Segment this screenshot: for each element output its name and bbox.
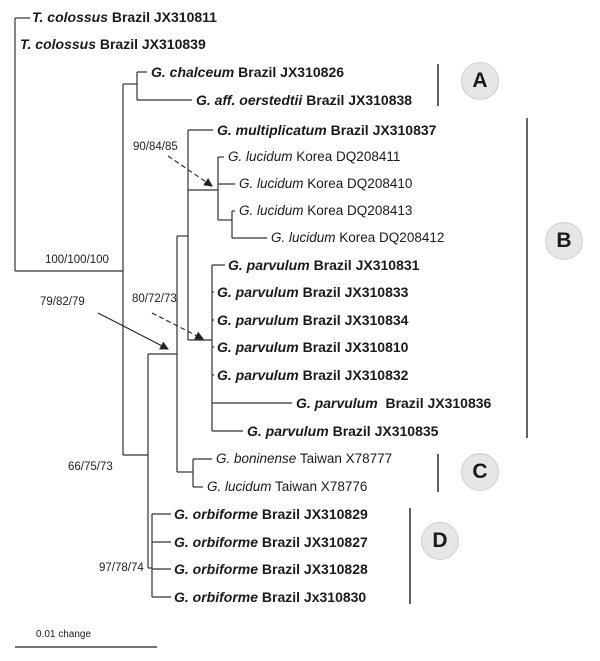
clade-c-label: C [461,453,499,491]
support-arrows [97,155,213,350]
taxon-label-p1: G. parvulum Brazil JX310831 [228,257,420,273]
taxon-label-p2: G. parvulum Brazil JX310833 [217,284,409,300]
taxon-label-t2: T. colossus Brazil JX310839 [20,36,206,52]
taxon-label-p7: G. parvulum Brazil JX310835 [247,423,439,439]
support-clade-b: 79/82/79 [40,296,85,308]
taxon-label-b2: G. lucidum Korea DQ208411 [228,149,401,164]
parvulum-arrow [151,312,204,340]
taxon-label-b3: G. lucidum Korea DQ208410 [239,176,413,191]
korea-arrow [167,155,213,187]
scale-label: 0.01 change [36,629,92,640]
tree-branches [14,17,292,598]
taxon-label-d1: G. orbiforme Brazil JX310829 [174,506,368,522]
support-korea: 90/84/85 [133,141,178,153]
support-bcd: 66/75/73 [68,461,113,473]
support-root: 100/100/100 [45,254,109,266]
taxon-label-p6: G. parvulum Brazil JX310836 [296,395,492,411]
taxon-label-d2: G. orbiforme Brazil JX310827 [174,534,368,550]
taxon-label-b4: G. lucidum Korea DQ208413 [239,203,413,218]
clade-a-label: A [461,62,499,100]
taxon-label-p5: G. parvulum Brazil JX310832 [217,367,409,383]
taxon-label-a2: G. aff. oerstedtii Brazil JX310838 [196,92,413,108]
taxon-label-t1: T. colossus Brazil JX310811 [32,9,217,25]
clade-bars [409,64,528,604]
support-orbiforme: 97/78/74 [99,562,144,574]
clade-b-arrow [97,312,169,350]
taxon-label-d3: G. orbiforme Brazil JX310828 [174,561,368,577]
taxon-label-b1: G. multiplicatum Brazil JX310837 [217,122,437,138]
taxon-label-b5: G. lucidum Korea DQ208412 [271,230,445,245]
taxon-label-a1: G. chalceum Brazil JX310826 [151,64,345,80]
clade-d-label: D [421,522,459,560]
clade-b-label: B [545,222,583,260]
taxon-label-d4: G. orbiforme Brazil Jx310830 [174,589,367,605]
taxon-label-p3: G. parvulum Brazil JX310834 [217,312,409,328]
support-parvulum: 80/72/73 [132,293,177,305]
taxon-label-p4: G. parvulum Brazil JX310810 [217,339,409,355]
taxon-label-c2: G. lucidum Taiwan X78776 [207,479,368,494]
taxon-label-c1: G. boninense Taiwan X78777 [216,451,393,466]
